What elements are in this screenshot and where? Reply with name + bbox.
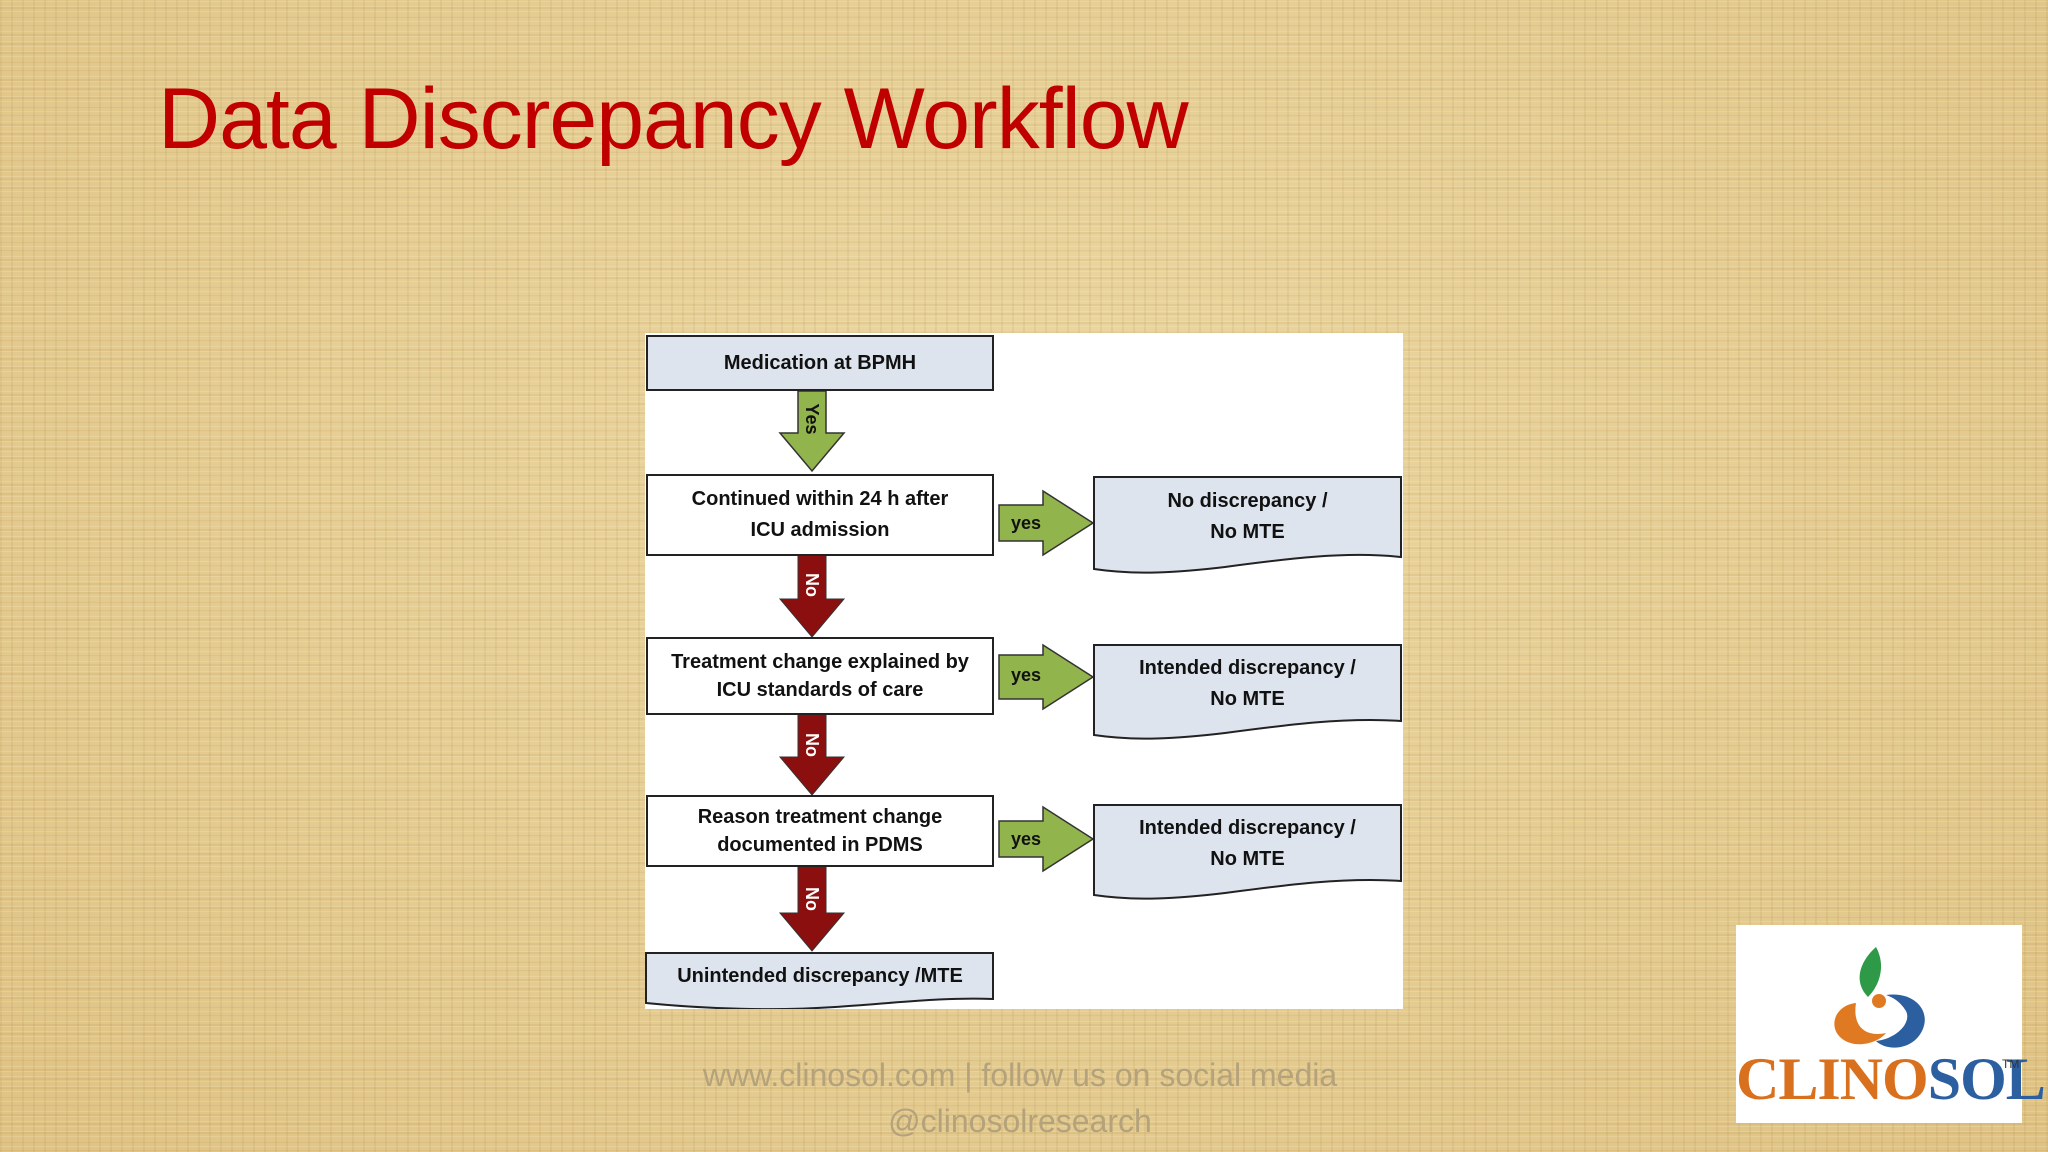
- label-step1-yes: yes: [1010, 512, 1042, 533]
- logo-wordmark: CLINOSOL: [1736, 1045, 2046, 1114]
- node-outcome1: No discrepancy / No MTE: [1167, 490, 1328, 543]
- clinosol-logo-icon: [1834, 947, 1925, 1048]
- footer-social-handle[interactable]: @clinosolresearch: [888, 1103, 1152, 1139]
- arrow-step3-no: [778, 866, 846, 952]
- label-step2-no: No: [802, 733, 823, 757]
- flowchart-shapes: [645, 390, 1402, 1009]
- arrow-step1-yes: [998, 489, 1095, 557]
- outcome1-shape: [1093, 476, 1402, 574]
- footer: www.clinosol.com | follow us on social m…: [600, 1052, 1440, 1144]
- outcome3-shape: [1093, 804, 1402, 900]
- arrow-start-to-step1: [778, 390, 846, 473]
- node-outcome2: Intended discrepancy / No MTE: [1139, 657, 1356, 710]
- arrow-step3-yes: [998, 805, 1095, 873]
- logo-text-sol: SOL: [1927, 1046, 2046, 1112]
- node-outcome3: Intended discrepancy / No MTE: [1139, 817, 1356, 870]
- label-step1-no: No: [802, 573, 823, 597]
- node-end: Unintended discrepancy /MTE: [677, 964, 963, 987]
- outcome2-shape: [1093, 644, 1402, 740]
- node-step3: Reason treatment change documented in PD…: [646, 795, 994, 867]
- slide-title: Data Discrepancy Workflow: [158, 71, 1189, 167]
- arrow-step2-no: [778, 714, 846, 796]
- label-step3-yes: yes: [1010, 828, 1042, 849]
- node-start: Medication at BPMH: [646, 335, 994, 391]
- arrow-step2-yes: [998, 643, 1095, 711]
- node-step2: Treatment change explained by ICU standa…: [646, 637, 994, 715]
- arrow-step1-no: [778, 554, 846, 638]
- end-shape: [645, 952, 994, 1009]
- logo-trademark: TM: [2002, 1057, 2020, 1071]
- footer-website[interactable]: www.clinosol.com | follow us on social m…: [702, 1057, 1338, 1093]
- label-step2-yes: yes: [1010, 664, 1042, 685]
- clinosol-logo: CLINOSOL TM: [1736, 925, 2046, 1123]
- node-step1: Continued within 24 h after ICU admissio…: [646, 474, 994, 556]
- logo-text-clino: CLINO: [1736, 1046, 1929, 1112]
- label-step3-no: No: [802, 887, 823, 911]
- flowchart-panel: Medication at BPMH Continued within 24 h…: [645, 333, 1403, 1009]
- label-start-to-step1: Yes: [802, 403, 823, 435]
